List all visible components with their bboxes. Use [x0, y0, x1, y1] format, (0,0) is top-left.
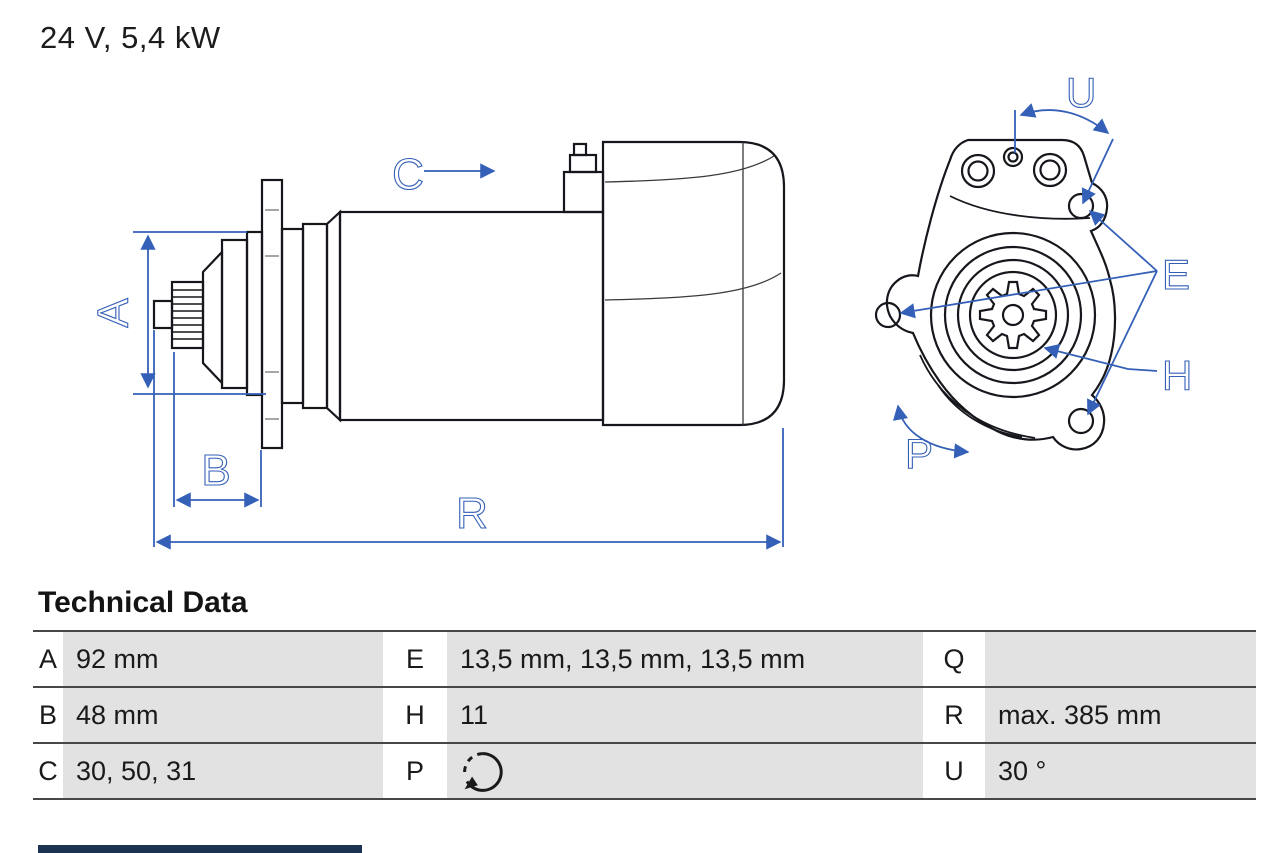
- table-row: C 30, 50, 31 P U 30 °: [33, 744, 1256, 800]
- mounting-flange: [260, 178, 284, 450]
- mounting-ear-holes: [874, 192, 1095, 435]
- param-value: 48 mm: [63, 688, 383, 742]
- motor-body: [338, 210, 605, 422]
- dimension-r: R: [153, 330, 784, 550]
- side-view-dimensions: A B C R: [88, 149, 784, 550]
- flange-outline: [885, 138, 1117, 451]
- param-value: max. 385 mm: [985, 688, 1256, 742]
- dimension-label-h: H: [1162, 352, 1192, 399]
- dimension-label-b: B: [201, 446, 230, 495]
- dimension-c: C: [392, 149, 496, 200]
- table-row: B 48 mm H 11 R max. 385 mm: [33, 688, 1256, 744]
- param-value: 92 mm: [63, 632, 383, 686]
- dimension-p: P: [892, 404, 970, 478]
- param-value: [985, 632, 1256, 686]
- param-value: 11: [447, 688, 923, 742]
- param-value: 30 °: [985, 744, 1256, 798]
- param-value-rotation: [447, 744, 923, 798]
- product-spec-title: 24 V, 5,4 kW: [40, 20, 221, 55]
- param-value: 30, 50, 31: [63, 744, 383, 798]
- dimension-label-p: P: [905, 430, 933, 477]
- param-value: 13,5 mm, 13,5 mm, 13,5 mm: [447, 632, 923, 686]
- dimension-b: B: [173, 352, 262, 508]
- bearing-boss: [929, 231, 1097, 399]
- footer-bar: [38, 845, 362, 853]
- table-row: A 92 mm E 13,5 mm, 13,5 mm, 13,5 mm Q: [33, 632, 1256, 688]
- param-label: C: [33, 744, 63, 798]
- technical-data-heading: Technical Data: [38, 586, 248, 619]
- dimension-label-r: R: [456, 489, 488, 538]
- solenoid-housing: [601, 140, 786, 427]
- param-label: H: [383, 688, 447, 742]
- side-view-drawing: [152, 140, 786, 450]
- param-label: E: [383, 632, 447, 686]
- param-label: A: [33, 632, 63, 686]
- shaft-stub: [152, 299, 174, 330]
- terminal-block: [562, 142, 605, 214]
- param-label: U: [923, 744, 985, 798]
- starter-motor-diagrams: A B C R: [88, 68, 1193, 550]
- dimension-h: H: [1043, 343, 1193, 400]
- dimension-a: A: [88, 231, 266, 395]
- end-view-drawing: [874, 138, 1117, 451]
- dimension-label-u: U: [1066, 69, 1096, 116]
- end-view-dimensions: U E H P: [892, 68, 1193, 478]
- param-label: B: [33, 688, 63, 742]
- dimension-label-a: A: [89, 298, 138, 328]
- param-label: R: [923, 688, 985, 742]
- angle-arc-arrow: [1019, 103, 1110, 134]
- drive-cone: [201, 249, 224, 386]
- param-label: P: [383, 744, 447, 798]
- dimension-label-e: E: [1162, 251, 1190, 298]
- pinion-gear: [170, 280, 205, 350]
- pinion-gear-front: [978, 280, 1048, 350]
- bolt-holes: [960, 146, 1068, 189]
- rotation-arc-arrow: [892, 404, 970, 459]
- dimension-e: E: [899, 209, 1191, 416]
- dimension-label-c: C: [392, 150, 424, 199]
- rotation-counterclockwise-icon: [463, 752, 503, 792]
- technical-data-table: A 92 mm E 13,5 mm, 13,5 mm, 13,5 mm Q B …: [33, 630, 1256, 800]
- param-label: Q: [923, 632, 985, 686]
- dimension-u: U: [1014, 68, 1114, 205]
